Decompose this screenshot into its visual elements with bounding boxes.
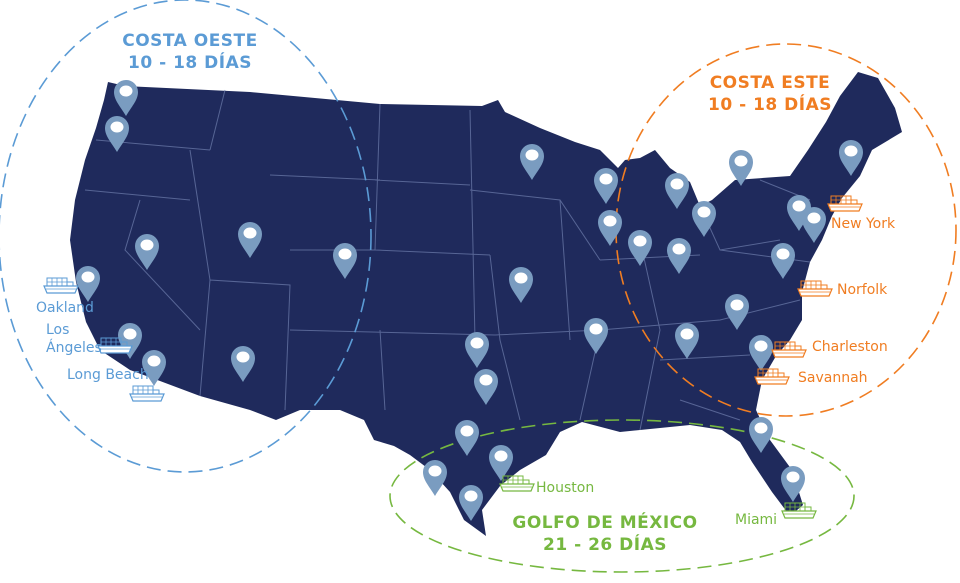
cargo-ship-icon-new-york [827,195,863,212]
cargo-ship-icon-oakland [43,277,79,294]
gulf-name: GOLFO DE MÉXICO [512,513,698,533]
gulf-days: 21 - 26 DÍAS [543,535,667,555]
port-label-savannah: Savannah [798,370,868,386]
map-pin-icon[interactable] [667,238,691,274]
map-pin-icon[interactable] [105,116,129,152]
map-pin-icon[interactable] [749,335,773,371]
port-label-houston: Houston [536,480,595,496]
map-pin-icon[interactable] [423,460,447,496]
map-pin-icon[interactable] [665,173,689,209]
east-coast-title: COSTA ESTE 10 - 18 DÍAS [690,72,850,116]
map-pin-icon[interactable] [489,445,513,481]
map-pin-icon[interactable] [725,294,749,330]
gulf-title: GOLFO DE MÉXICO 21 - 26 DÍAS [510,512,700,556]
port-label-long-beach: Long Beach [67,367,149,383]
map-pin-icon[interactable] [771,243,795,279]
cargo-ship-icon-savannah [754,368,790,385]
map-pin-icon[interactable] [802,207,826,243]
gulf-zone [389,419,855,573]
map-pin-icon[interactable] [584,318,608,354]
cargo-ship-icon-long-beach [129,385,165,402]
map-pin-icon[interactable] [142,350,166,386]
port-label-miami: Miami [735,512,778,528]
west-coast-zone [0,0,372,473]
port-label-charleston: Charleston [812,339,888,355]
west-coast-days: 10 - 18 DÍAS [128,53,252,73]
cargo-ship-icon-los-angeles [97,337,133,354]
east-coast-days: 10 - 18 DÍAS [708,95,832,115]
map-pin-icon[interactable] [839,140,863,176]
west-coast-name: COSTA OESTE [122,31,258,51]
map-pin-icon[interactable] [238,222,262,258]
port-label-norfolk: Norfolk [837,282,888,298]
west-coast-title: COSTA OESTE 10 - 18 DÍAS [110,30,270,74]
map-pin-icon[interactable] [675,323,699,359]
cargo-ship-icon-norfolk [797,280,833,297]
port-label-new-york: New York [831,216,896,232]
map-pin-icon[interactable] [692,201,716,237]
east-coast-name: COSTA ESTE [709,73,831,93]
map-pin-icon[interactable] [474,369,498,405]
map-pin-icon[interactable] [455,420,479,456]
map-pin-icon[interactable] [781,466,805,502]
map-pin-icon[interactable] [787,195,811,231]
map-pin-icon[interactable] [520,144,544,180]
state-lines [84,89,811,431]
map-pin-icon[interactable] [118,323,142,359]
map-pin-icon[interactable] [459,485,483,521]
port-label-los-angeles-1: Los [46,322,70,338]
map-pin-icon[interactable] [465,332,489,368]
map-pin-icon[interactable] [594,168,618,204]
us-mainland [70,72,902,536]
port-label-oakland: Oakland [36,300,94,316]
map-pin-icon[interactable] [598,210,622,246]
cargo-ship-icon-miami [781,502,817,519]
map-pin-icon[interactable] [749,417,773,453]
map-pin-icon[interactable] [333,243,357,279]
port-label-los-angeles-2: Ángeles [46,340,102,356]
map-pin-icon[interactable] [509,267,533,303]
map-pin-icon[interactable] [729,150,753,186]
map-pin-icon[interactable] [231,346,255,382]
map-pin-icon[interactable] [628,230,652,266]
cargo-ship-icon-houston [499,475,535,492]
map-pin-icon[interactable] [135,234,159,270]
map-pin-icon[interactable] [76,266,100,302]
map-pin-icon[interactable] [114,80,138,116]
cargo-ship-icon-charleston [771,341,807,358]
